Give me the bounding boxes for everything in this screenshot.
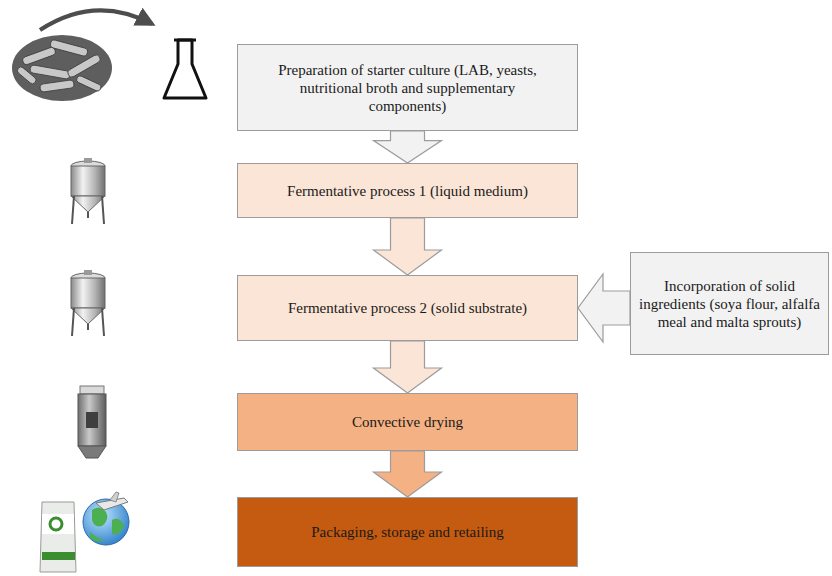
box-label: Fermentative process 1 (liquid medium) xyxy=(266,182,549,200)
block-arrow xyxy=(578,274,630,342)
process-box: Preparation of starter culture (LAB, yea… xyxy=(237,44,578,131)
process-box: Fermentative process 2 (solid substrate) xyxy=(237,275,578,341)
box-label: Fermentative process 2 (solid substrate) xyxy=(266,299,549,317)
process-box: Packaging, storage and retailing xyxy=(237,497,578,567)
globe-icon xyxy=(83,492,129,545)
flask-icon xyxy=(164,40,206,98)
text-holder: Convective drying xyxy=(266,413,549,431)
block-arrow xyxy=(374,341,442,393)
fermenter-icon xyxy=(71,158,105,224)
block-arrow xyxy=(374,218,442,275)
box-label: Convective drying xyxy=(266,413,549,431)
bag-icon xyxy=(40,502,76,572)
text-holder: Preparation of starter culture (LAB, yea… xyxy=(266,61,549,115)
process-box: Fermentative process 1 (liquid medium) xyxy=(237,163,578,218)
curved-arrow xyxy=(40,10,152,30)
block-arrow xyxy=(374,131,442,163)
text-holder: Fermentative process 2 (solid substrate) xyxy=(266,299,549,317)
box-label: Preparation of starter culture (LAB, yea… xyxy=(266,61,549,115)
dryer-icon xyxy=(78,386,106,458)
box-label: Packaging, storage and retailing xyxy=(266,523,549,541)
block-arrow xyxy=(374,451,442,497)
box-label: Incorporation of solid ingredients (soya… xyxy=(639,277,820,331)
text-holder: Packaging, storage and retailing xyxy=(266,523,549,541)
bacteria-image xyxy=(12,35,112,101)
fermenter-icon xyxy=(71,270,105,336)
text-holder: Incorporation of solid ingredients (soya… xyxy=(639,277,820,331)
text-holder: Fermentative process 1 (liquid medium) xyxy=(266,182,549,200)
input-box: Incorporation of solid ingredients (soya… xyxy=(630,252,829,355)
process-box: Convective drying xyxy=(237,393,578,451)
